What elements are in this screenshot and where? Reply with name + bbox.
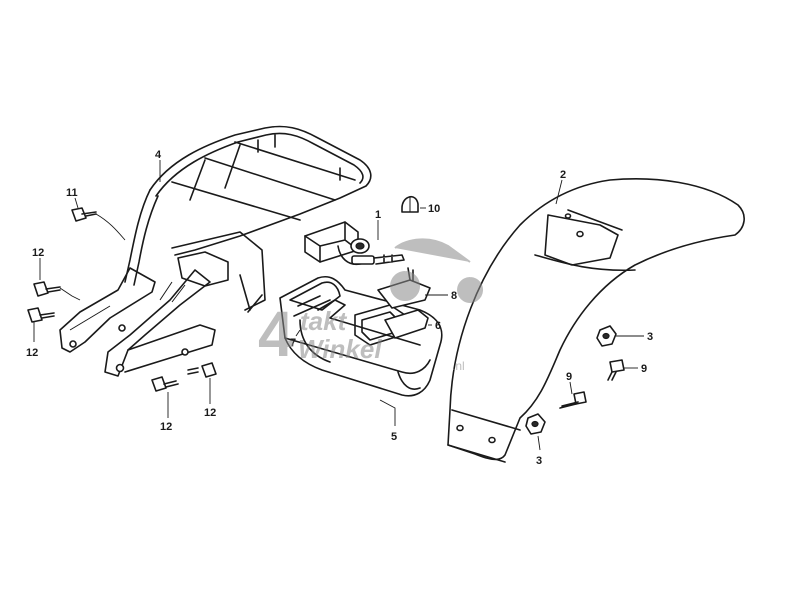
leader-lines — [33, 160, 644, 451]
rear-carrier-rack — [59, 125, 372, 377]
callout-8: 8 — [451, 290, 457, 302]
screw-9-lower — [559, 391, 587, 409]
screw-9-upper — [607, 359, 625, 381]
bolt-11 — [71, 207, 97, 222]
tool-case-band — [384, 309, 429, 339]
bolt-12-bottom-right — [187, 362, 217, 378]
lock-assembly — [304, 221, 405, 266]
callout-9-upper: 9 — [641, 363, 647, 375]
callout-2: 2 — [560, 169, 566, 181]
watermark: 4 takt Winkel .nl — [258, 238, 484, 373]
callout-10: 10 — [428, 203, 440, 215]
callout-labels: 4 2 1 10 11 12 12 12 12 8 6 7 5 3 9 9 3 — [26, 149, 653, 467]
watermark-line2: Winkel — [298, 334, 382, 364]
callout-3-upper: 3 — [647, 331, 653, 343]
callout-7: 7 — [290, 337, 296, 349]
callout-5: 5 — [391, 431, 397, 443]
bolt-12-upper-left — [33, 281, 61, 297]
callout-9-lower: 9 — [566, 371, 572, 383]
nut-3-upper — [596, 325, 617, 347]
watermark-digit: 4 — [258, 298, 294, 370]
callout-3-lower: 3 — [536, 455, 542, 467]
callout-12-upper-left: 12 — [32, 247, 44, 259]
watermark-line1: takt — [300, 306, 348, 336]
watermark-suffix: .nl — [452, 359, 465, 373]
callout-12-lower-left: 12 — [26, 347, 38, 359]
callout-11: 11 — [66, 187, 78, 199]
cap-nut — [401, 196, 419, 213]
callout-12-bottom-center: 12 — [160, 421, 172, 433]
callout-1: 1 — [375, 209, 381, 221]
bolt-12-lower-left — [27, 307, 55, 323]
callout-6: 6 — [435, 320, 441, 332]
bolt-12-bottom-center — [151, 376, 179, 392]
watermark-moped-outline — [390, 238, 484, 303]
callout-12-bottom-right: 12 — [204, 407, 216, 419]
rear-fender — [447, 178, 745, 463]
nut-3-lower — [525, 413, 546, 435]
callout-4: 4 — [155, 149, 162, 161]
